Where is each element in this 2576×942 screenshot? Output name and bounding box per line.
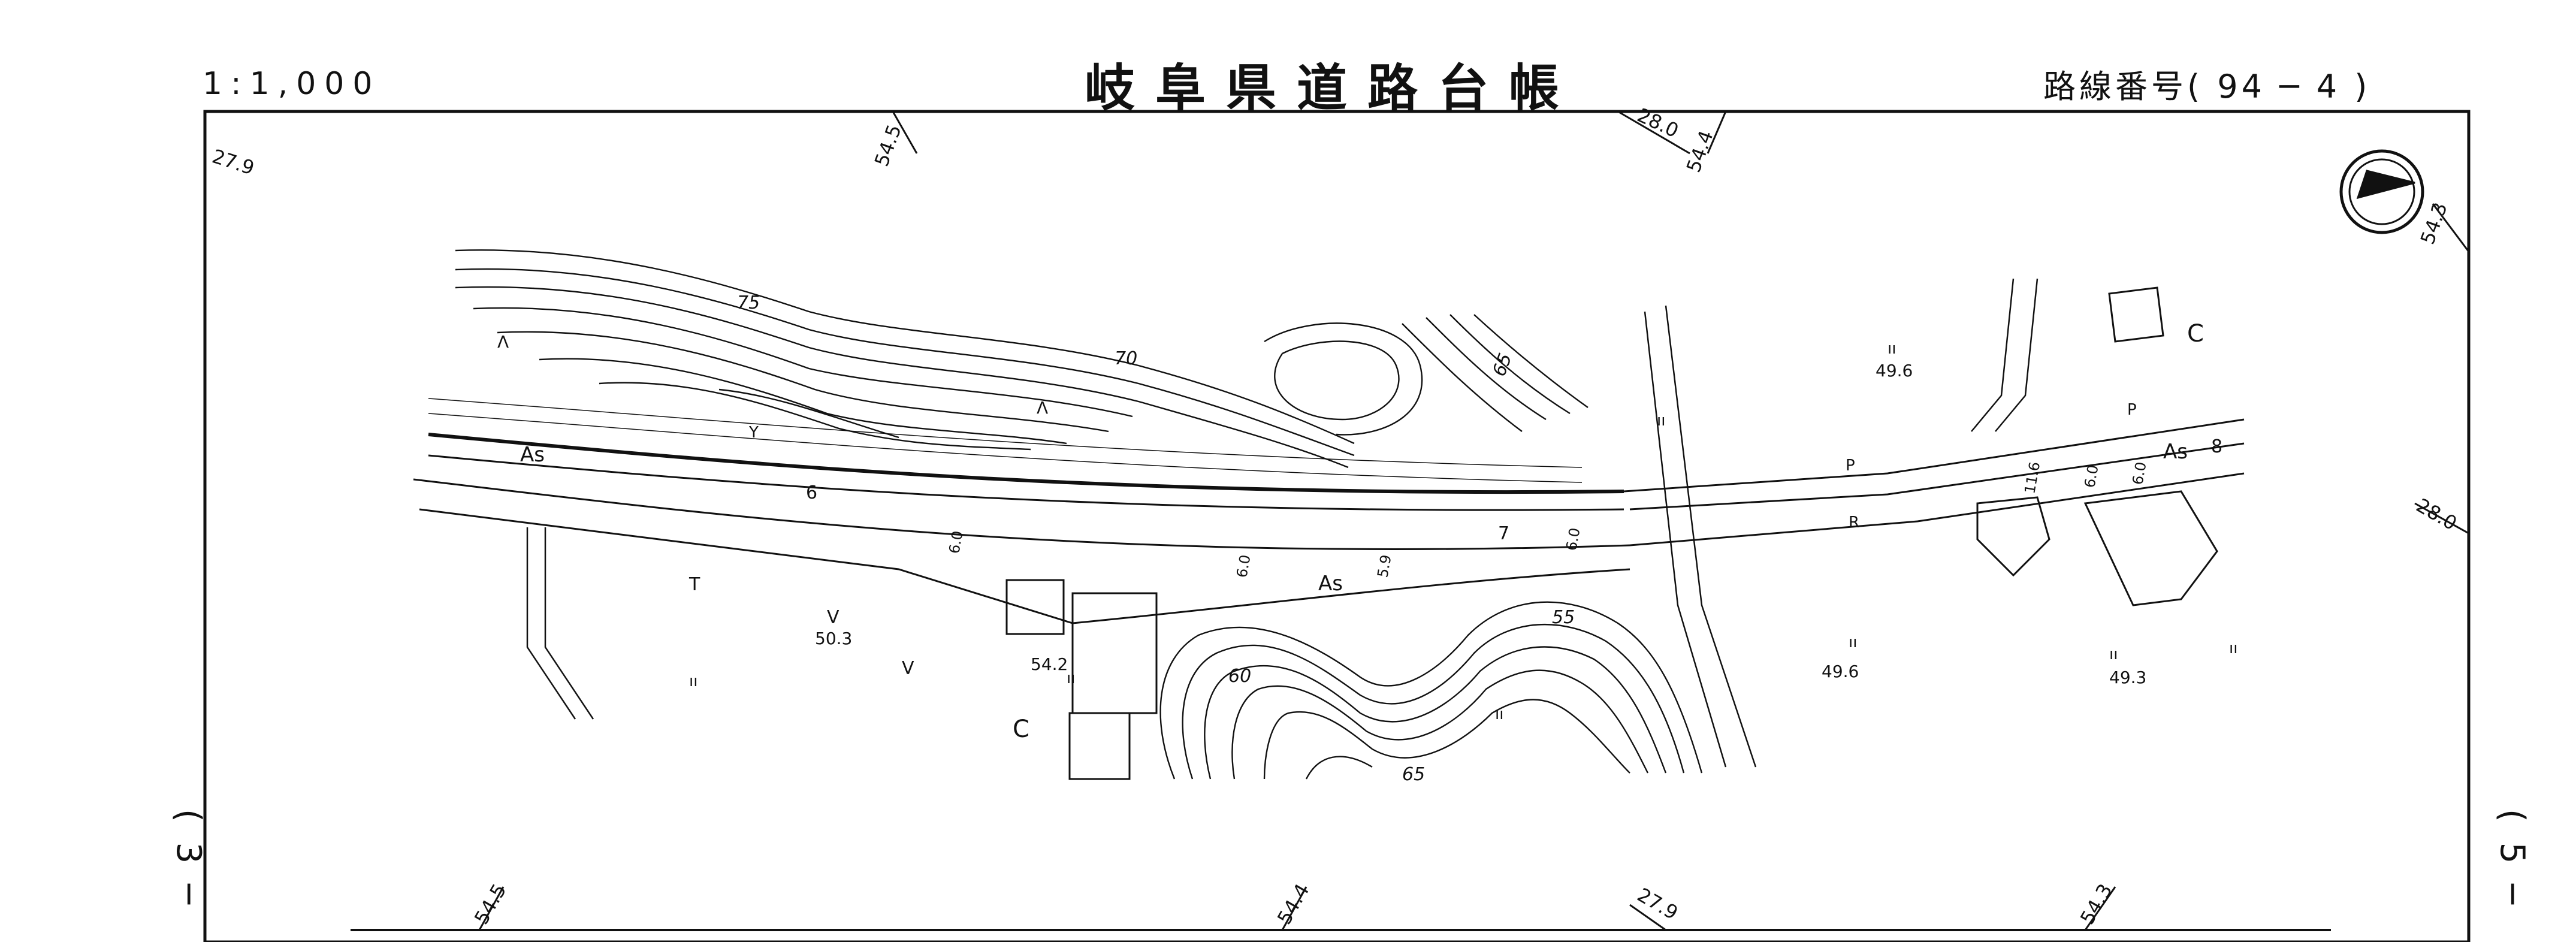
frame-tick-label: 54.3 (2076, 880, 2117, 928)
route-label: 路線番号 (2043, 68, 2187, 105)
map-label: R (1849, 514, 1859, 532)
road-width-label: 6.0 (2081, 464, 2101, 489)
map-frame (203, 110, 2471, 942)
sheet-title: 岐阜県道路台帳 (1085, 59, 1580, 117)
road-surface-label: As (2163, 440, 2188, 464)
vegetation-symbol: C (2187, 320, 2204, 348)
road-width-label: 6.0 (1563, 527, 1583, 552)
side-channels (526, 278, 2039, 768)
road-edges (413, 418, 2245, 624)
contour-lines-lower (1159, 601, 1703, 780)
vegetation-symbol: Y (748, 424, 759, 442)
map-label: P (2127, 401, 2137, 419)
contour-lines-upper (455, 249, 1589, 469)
map-label: P (1846, 457, 1855, 475)
vegetation-symbol: ıı (689, 672, 697, 690)
route-number: 路線番号( 94 ─ 4 ) (2043, 60, 2370, 107)
station-number: 7 (1498, 523, 1509, 544)
previous-sheet-ref: ( 3 ─ (169, 809, 208, 909)
station-number: 6 (806, 482, 817, 503)
station-number: 8 (2211, 436, 2222, 457)
road-width-label: 6.0 (1233, 554, 1254, 579)
vegetation-symbol: ıı (2229, 639, 2237, 657)
buildings (1005, 286, 2218, 780)
map-scale: 1:1,000 (203, 66, 381, 102)
road-surface-label: As (1318, 572, 1343, 596)
road-width-label: 6.0 (946, 530, 966, 555)
vegetation-symbol: ıı (1888, 340, 1896, 358)
vegetation-symbol: C (1013, 715, 1029, 743)
contour-label: 65 (1402, 764, 1425, 785)
frame-tick-label: 54.5 (470, 880, 511, 928)
retaining-wall-hatch (428, 398, 1583, 483)
frame-tick-label: 54.4 (1682, 128, 1718, 176)
road-width-label: 6.0 (2129, 461, 2149, 486)
north-arrow-icon (2339, 149, 2424, 234)
elevation-label: 49.6 (1822, 662, 1859, 681)
frame-tick-label: 27.9 (1633, 883, 1682, 925)
vegetation-symbol: T (688, 574, 700, 595)
frame-tick-label: 54.5 (870, 122, 906, 170)
vegetation-symbol: ᐯ (902, 658, 914, 679)
vegetation-symbol: ıı (1067, 669, 1075, 687)
frame-ticks (478, 110, 2470, 931)
road-width-label: 5.9 (1374, 554, 1394, 579)
vegetation-symbol: ıı (1657, 412, 1665, 430)
next-sheet-ref: ( 5 ─ (2493, 809, 2532, 909)
contour-label: 75 (737, 292, 760, 313)
road-width-label: 11.6 (2021, 461, 2043, 495)
elevation-label: 54.2 (1031, 654, 1068, 674)
frame-tick-label: 28.0 (2412, 494, 2461, 535)
road-surface-label: As (520, 443, 545, 467)
vegetation-symbol: Λ (1037, 398, 1048, 418)
frame-tick-label: 28.0 (1634, 104, 1683, 143)
vegetation-symbol: ıı (1849, 633, 1857, 651)
vegetation-symbol: ıı (1495, 705, 1503, 723)
contour-label: 70 (1115, 348, 1137, 369)
frame-tick-label: 54.4 (1273, 880, 1314, 928)
vegetation-symbol: ᐯ (827, 607, 839, 628)
vegetation-symbol: Λ (497, 332, 509, 352)
route-number-value: ( 94 ─ 4 ) (2187, 68, 2371, 105)
elevation-label: 49.3 (2109, 668, 2146, 687)
vegetation-symbol: ıı (2109, 645, 2118, 663)
elevation-label: 49.6 (1876, 361, 1913, 381)
elevation-label: 50.3 (815, 629, 852, 648)
frame-tick-label: 27.9 (210, 144, 258, 179)
contour-label: 55 (1552, 607, 1575, 628)
contour-label: 60 (1228, 666, 1251, 687)
